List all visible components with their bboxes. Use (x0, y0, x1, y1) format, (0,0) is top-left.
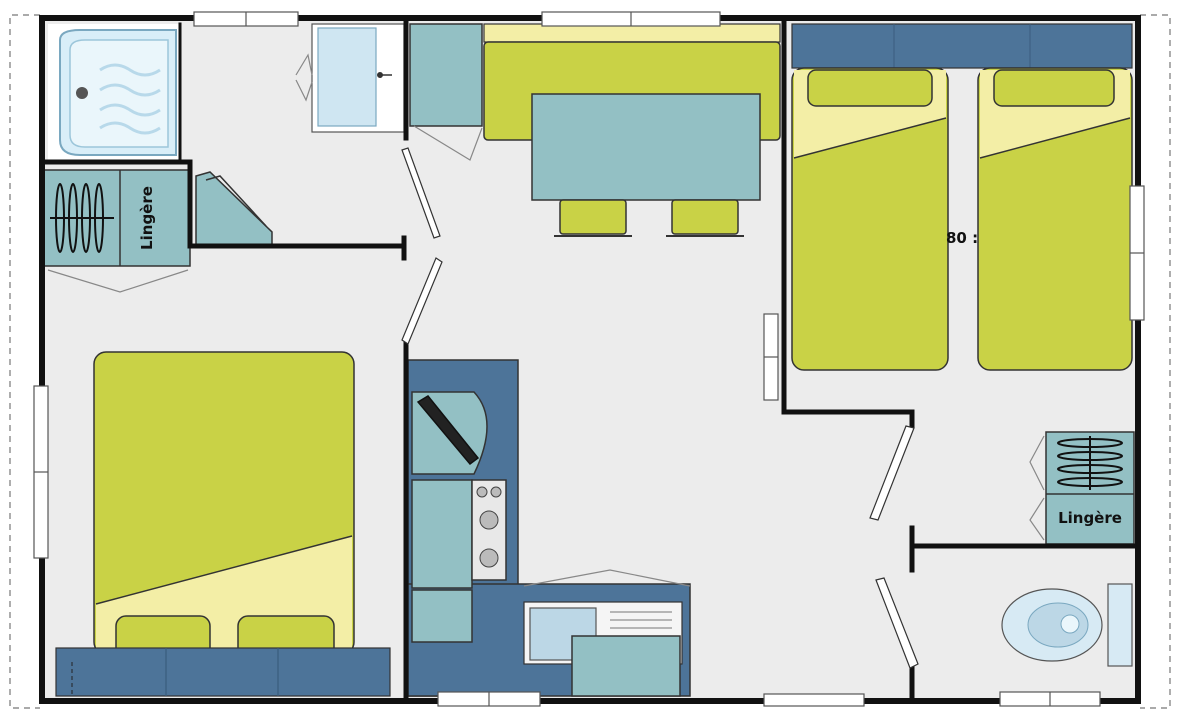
lingere-left-label: Lingère (138, 186, 156, 250)
bathtub-icon (48, 24, 180, 160)
bathroom-door (295, 53, 313, 102)
single-bed-right (977, 67, 1133, 371)
bed-width-label: 80 : (946, 229, 978, 247)
linen-cupboard-left: Lingère (43, 169, 191, 293)
fridge-door-icon (416, 395, 480, 466)
double-bed (55, 351, 391, 697)
storage-cabinet (409, 23, 483, 161)
headboard-twin (791, 23, 1133, 69)
lingere-right-label: Lingère (1058, 509, 1122, 527)
chair-icon (554, 199, 744, 237)
dining-table (531, 93, 761, 201)
toilet-icon (1001, 583, 1133, 667)
linen-cupboard-right: Lingère (1029, 431, 1135, 545)
washbasin-icon (311, 23, 405, 133)
doors (401, 147, 919, 669)
windows (33, 11, 1145, 707)
hanger-icon (50, 183, 114, 253)
bathroom-corner-unit (195, 171, 273, 247)
sink-icon (523, 569, 691, 697)
hanger-icon (1057, 436, 1123, 490)
single-bed-left (791, 67, 949, 371)
terrace-outline (9, 14, 1171, 709)
stove-icon (471, 479, 507, 581)
